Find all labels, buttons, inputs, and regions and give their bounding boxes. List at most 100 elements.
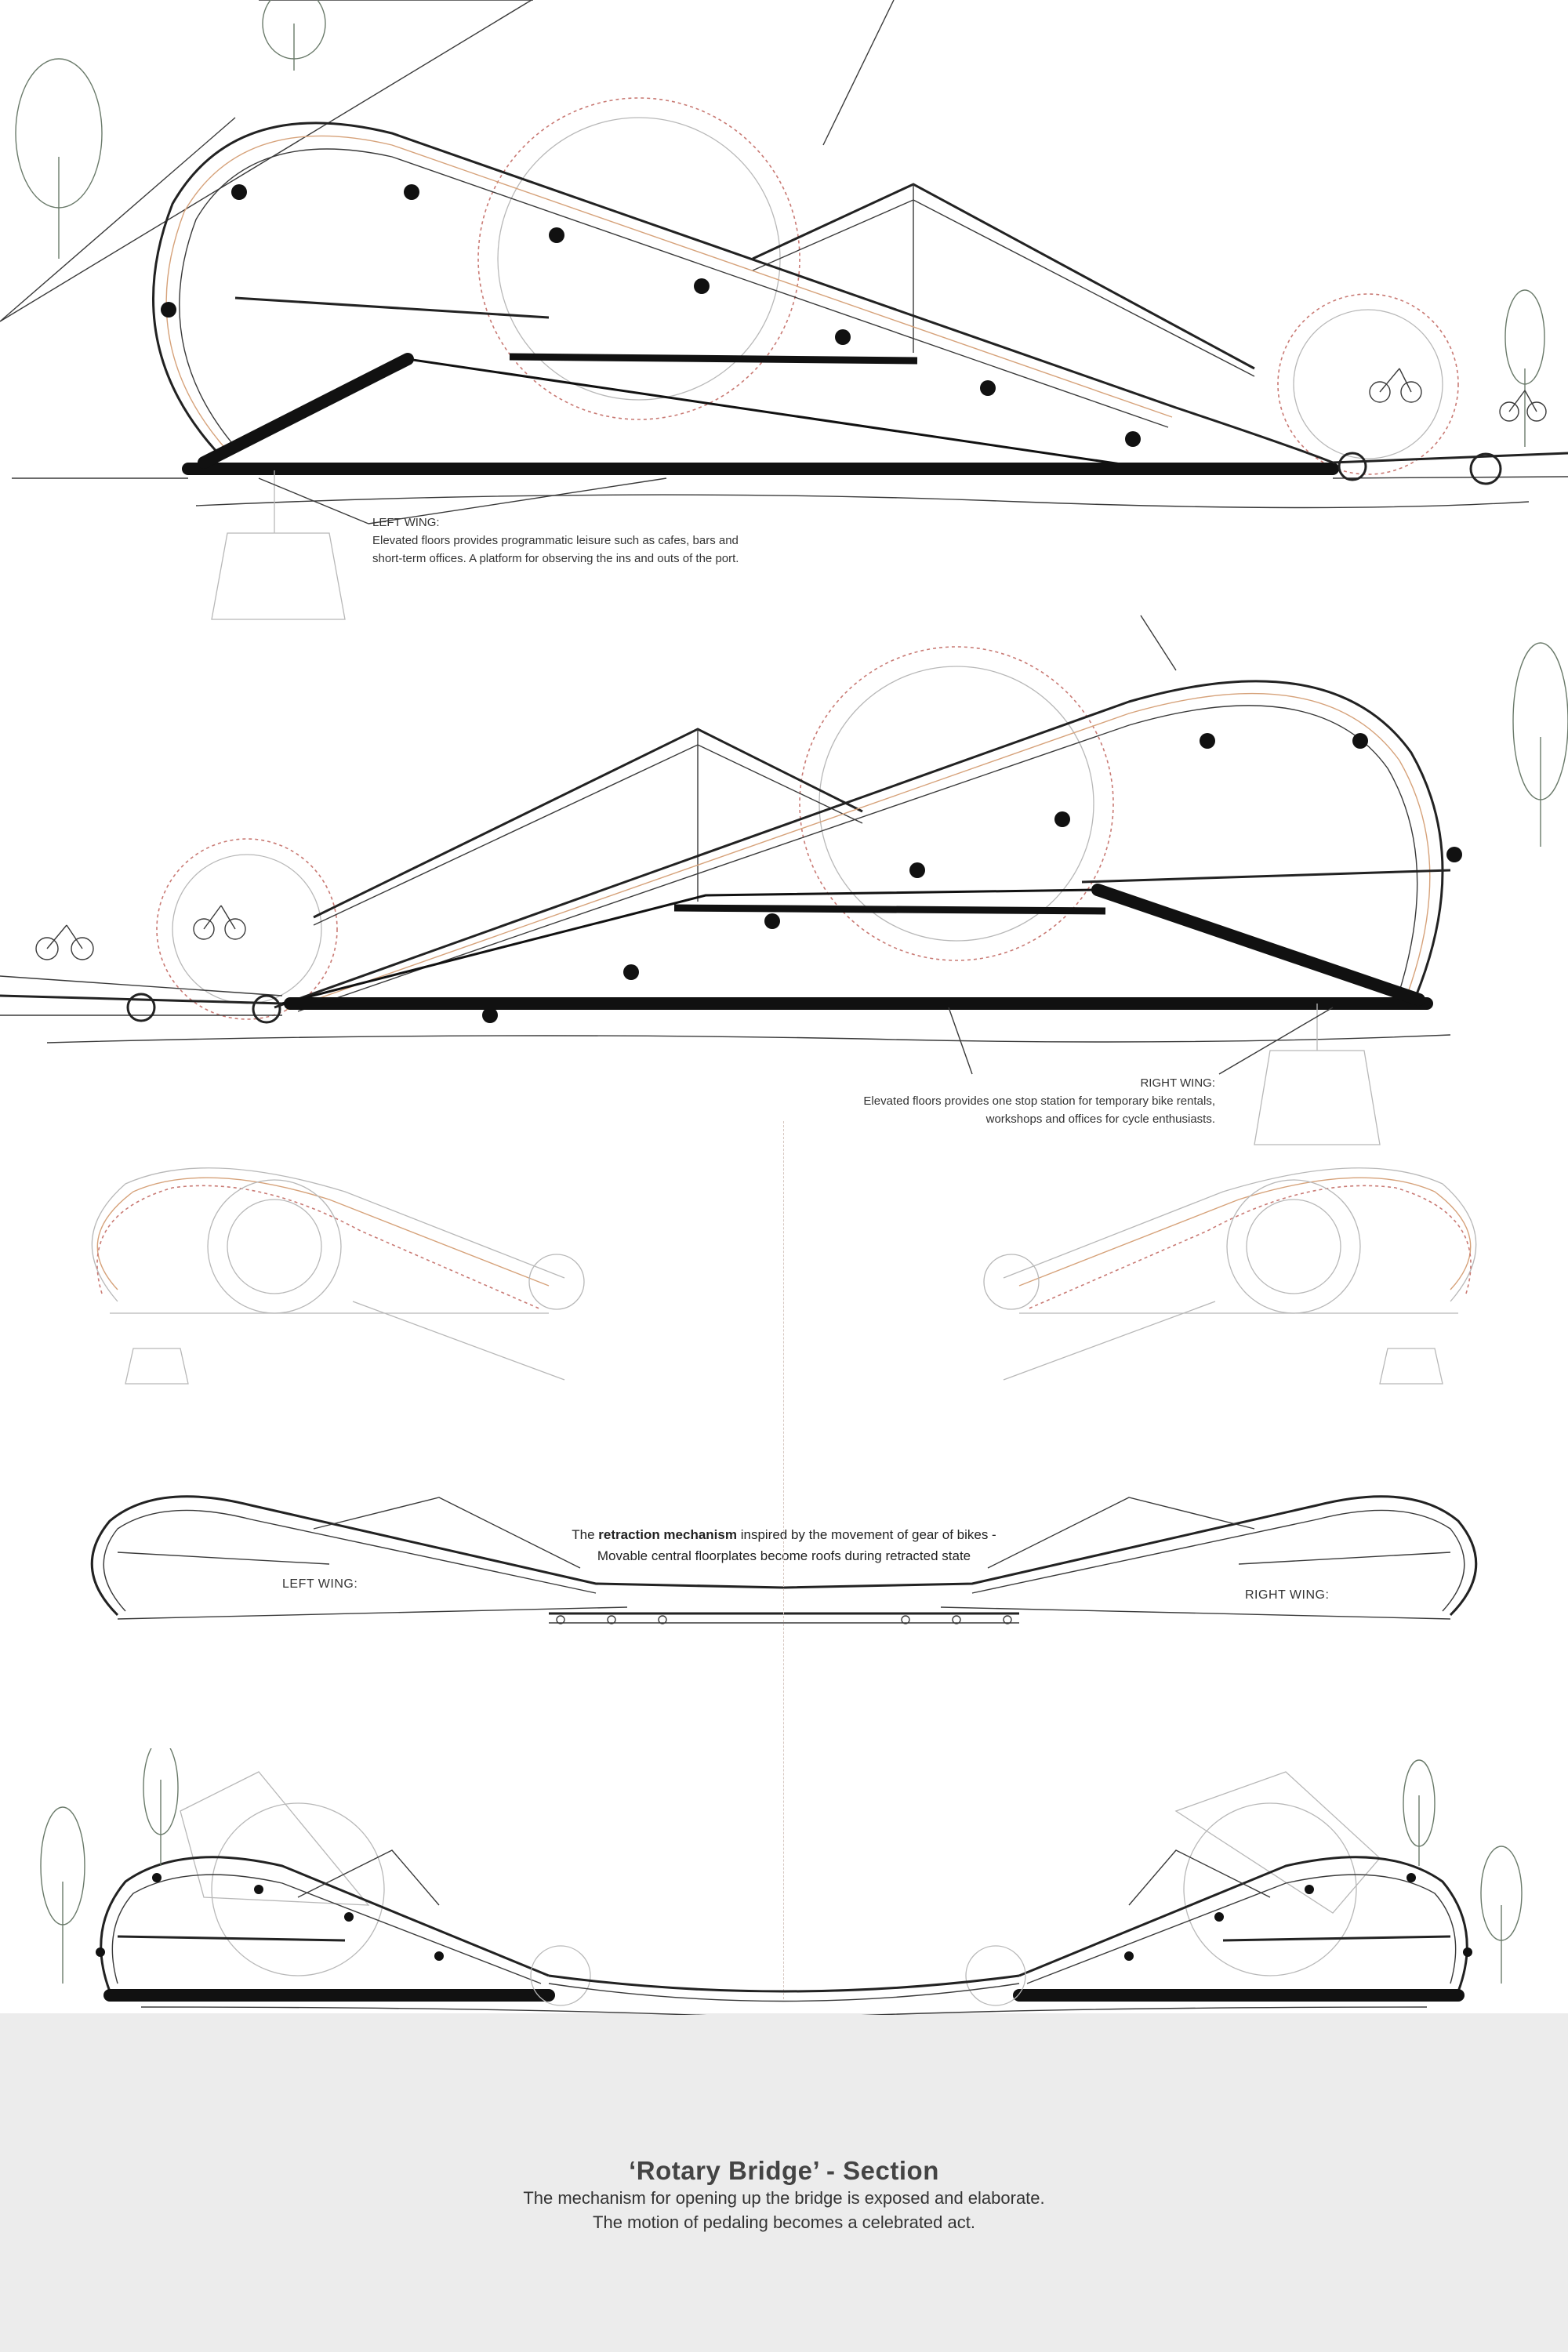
bearing-dot <box>764 913 780 929</box>
rotary-loop-outer <box>274 680 1444 1009</box>
ghost-loop <box>1018 1177 1472 1290</box>
left-retracted-loop-inner <box>103 1509 597 1612</box>
retraction-bold: retraction mechanism <box>598 1527 737 1542</box>
bearing-dot <box>980 380 996 396</box>
bearing-dot <box>231 184 247 200</box>
bearing-dot <box>1463 1947 1472 1957</box>
ghost-loop <box>1003 1167 1477 1302</box>
tree <box>1403 1759 1436 1866</box>
gear <box>1183 1802 1357 1976</box>
tree <box>1512 642 1568 847</box>
roller <box>607 1615 616 1624</box>
bearing-dot <box>549 227 564 243</box>
background-building <box>180 1771 370 1906</box>
right-truss <box>987 1497 1255 1569</box>
bearing-dot <box>161 302 176 318</box>
right-loop-inner <box>1026 1874 1457 1984</box>
bearing-dot <box>254 1885 263 1894</box>
bearing-dot <box>835 329 851 345</box>
middle-floor <box>509 353 918 365</box>
upper-floor <box>234 296 550 319</box>
left-loop-inner <box>111 1874 542 1984</box>
center-axis <box>783 1121 784 1999</box>
left-wing-line-2: short-term offices. A platform for obser… <box>372 552 739 565</box>
bearing-dot <box>623 964 639 980</box>
middle-floor <box>673 904 1106 915</box>
road-deck <box>1332 452 1568 464</box>
rotary-loop-mid <box>165 135 1173 452</box>
ghost-gear-inner <box>1246 1199 1341 1294</box>
water-line <box>46 1034 1451 1044</box>
rotary-loop-inner <box>297 705 1418 1012</box>
left-wing-line-1: Elevated floors provides programmatic le… <box>372 534 739 547</box>
tree <box>143 1748 179 1866</box>
right-truss <box>1128 1849 1271 1906</box>
bearing-dot <box>1124 1951 1134 1961</box>
large-gear <box>799 646 1114 961</box>
left-base <box>117 1606 628 1620</box>
bearing-dot <box>909 862 925 878</box>
tree <box>1504 289 1545 447</box>
central-gear <box>965 1945 1026 2006</box>
retracted-right-wing-label: RIGHT WING: <box>1245 1588 1330 1602</box>
right-wing-drawing <box>0 615 1568 1145</box>
cyclist <box>193 905 246 940</box>
left-wing-annotation: LEFT WING: Elevated floors provides prog… <box>372 514 739 568</box>
wheel <box>1469 452 1502 485</box>
wing-frame <box>187 358 1334 472</box>
cyclist <box>1369 368 1422 403</box>
ground-band <box>0 2013 1568 2352</box>
ghost-loop <box>96 1185 542 1310</box>
ghost-loop <box>91 1167 565 1302</box>
tree <box>1480 1846 1523 1984</box>
title-block: ‘Rotary Bridge’ - Section The mechanism … <box>0 2156 1568 2234</box>
bearing-dot <box>404 184 419 200</box>
roller <box>658 1615 667 1624</box>
large-gear-inner <box>818 666 1094 942</box>
central-deck-lower <box>548 1983 1020 2002</box>
left-floor <box>117 1552 330 1565</box>
right-retracted-loop-inner <box>971 1509 1465 1612</box>
full-bridge-drawing <box>40 1748 1523 2015</box>
small-gear <box>156 838 338 1020</box>
central-gear <box>530 1945 591 2006</box>
right-base <box>940 1606 1451 1620</box>
left-wing-drawing <box>0 0 1568 620</box>
bearing-dot <box>152 1873 162 1882</box>
diagonal-beam <box>1091 884 1425 1006</box>
truss-roof <box>752 183 1255 370</box>
road-deck <box>0 994 283 1005</box>
leader-line <box>0 117 236 322</box>
bearing-dot <box>1125 431 1141 447</box>
right-wing-annotation: RIGHT WING: Elevated floors provides one… <box>784 1074 1215 1128</box>
small-gear <box>1277 293 1459 475</box>
bearing-dot <box>1305 1885 1314 1894</box>
left-wing-section: LEFT WING: Elevated floors provides prog… <box>0 0 1568 627</box>
right-floor <box>1222 1935 1451 1942</box>
annotation-leader <box>258 477 369 524</box>
subtitle-line-2: The motion of pedaling becomes a celebra… <box>593 2212 975 2232</box>
water-line <box>195 494 1530 509</box>
large-gear <box>477 97 800 420</box>
small-gear-inner <box>1293 309 1443 459</box>
background-building <box>1174 1771 1381 1914</box>
cyclist <box>1499 390 1547 422</box>
truss-roof-inner <box>313 744 863 926</box>
right-wing-section: RIGHT WING: Elevated floors provides one… <box>0 612 1568 1160</box>
cyclist <box>35 924 94 960</box>
leader-line <box>822 0 895 146</box>
roller <box>952 1615 961 1624</box>
bearing-dot <box>482 1007 498 1023</box>
ghost-loop <box>1026 1185 1472 1310</box>
ghost-loop <box>96 1177 550 1290</box>
retraction-rest: inspired by the movement of gear of bike… <box>736 1527 996 1542</box>
left-floor <box>117 1935 346 1942</box>
bearing-dot <box>344 1912 354 1922</box>
diagonal-beam <box>198 353 414 469</box>
right-wing-label: RIGHT WING: <box>1140 1076 1215 1090</box>
right-wing-line-1: Elevated floors provides one stop statio… <box>863 1094 1215 1108</box>
right-retracted-loop <box>783 1495 1478 1617</box>
small-gear-inner <box>172 854 322 1004</box>
wheel <box>252 994 281 1024</box>
gear <box>211 1802 385 1976</box>
